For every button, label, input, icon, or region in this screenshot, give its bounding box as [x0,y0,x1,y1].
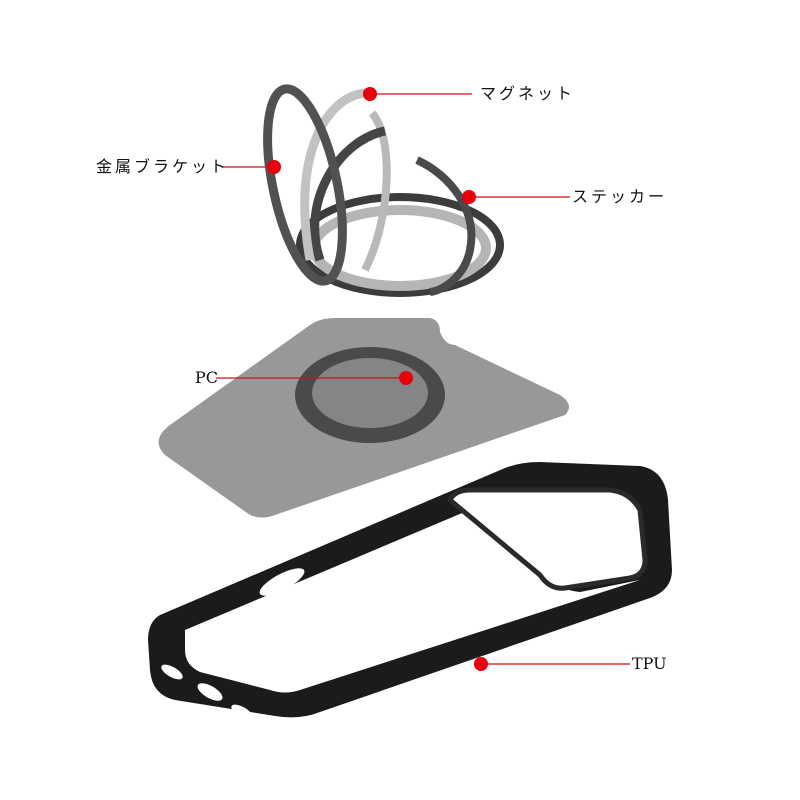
magnet-ring [300,88,373,261]
base-ring [296,193,504,297]
magnet-dot [363,87,377,101]
magnet-label: マグネット [480,84,576,103]
middle-ring-dark [310,126,387,262]
pc-label: PC [195,368,219,387]
sticker-ring [415,156,476,296]
metal-bracket-ring [263,84,347,286]
sticker-label: ステッカー [572,187,668,206]
pc-dot [399,371,413,385]
ring-assembly [263,84,504,297]
tpu-dot [474,657,488,671]
tpu-bumper [148,462,672,721]
pc-plate [158,318,570,518]
inner-ring-light [361,110,391,272]
sticker-dot [462,190,476,204]
bracket-label: 金属ブラケット [96,157,230,176]
tpu-label: TPU [632,654,667,673]
bracket-dot [267,160,281,174]
frame-cutout [259,568,305,596]
callout-markers [216,87,630,671]
